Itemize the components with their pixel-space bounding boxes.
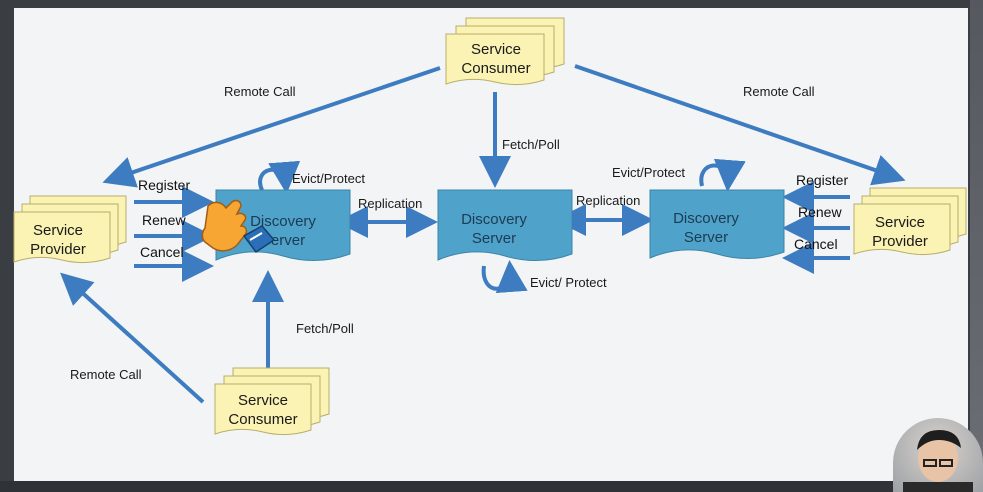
edge-labels: Remote Call Remote Call Remote Call Fetc… xyxy=(70,84,848,382)
provider-right-line2: Provider xyxy=(872,233,928,250)
consumer-bottom-line2: Consumer xyxy=(228,411,297,428)
register-label-right: Register xyxy=(796,172,848,188)
cancel-label-left: Cancel xyxy=(140,244,184,260)
server-center-line2: Server xyxy=(472,230,516,247)
consumer-top-line1: Service xyxy=(471,41,521,58)
evict-loop-right xyxy=(699,158,746,192)
remote-call-arrow-top-left xyxy=(102,66,441,188)
evict-loop-center xyxy=(481,260,528,294)
arrows xyxy=(60,64,906,404)
cancel-label-right: Cancel xyxy=(794,236,838,252)
node-consumer-bottom: Service Consumer xyxy=(214,367,330,436)
consumer-bottom-line1: Service xyxy=(238,392,288,409)
renew-label-right: Renew xyxy=(798,204,842,220)
fetch-poll-label-bottom: Fetch/Poll xyxy=(296,321,354,336)
video-frame-bottom xyxy=(0,481,983,492)
evict-label-left: Evict/Protect xyxy=(292,171,365,186)
evict-label-right: Evict/Protect xyxy=(612,165,685,180)
video-frame-edge xyxy=(970,0,983,492)
node-server-right: Discovery Server xyxy=(649,189,785,260)
server-right-line2: Server xyxy=(684,229,728,246)
node-provider-left: Service Provider xyxy=(13,195,127,264)
renew-label-left: Renew xyxy=(142,212,186,228)
provider-right-line1: Service xyxy=(875,214,925,231)
server-center-line1: Discovery xyxy=(461,211,527,228)
remote-call-label-top-left: Remote Call xyxy=(224,84,296,99)
remote-call-label-top-right: Remote Call xyxy=(743,84,815,99)
remote-call-label-bottom: Remote Call xyxy=(70,367,142,382)
consumer-top-line2: Consumer xyxy=(461,60,530,77)
remote-call-arrow-top-right xyxy=(574,64,906,186)
node-consumer-top: Service Consumer xyxy=(445,17,565,86)
node-provider-right: Service Provider xyxy=(853,187,967,256)
evict-label-center: Evict/ Protect xyxy=(530,275,607,290)
replication-label-right: Replication xyxy=(576,193,640,208)
node-server-center: Discovery Server xyxy=(437,189,573,262)
provider-left-line1: Service xyxy=(33,222,83,239)
server-left-line2: Server xyxy=(261,232,305,249)
server-right-line1: Discovery xyxy=(673,210,739,227)
remote-call-arrow-bottom xyxy=(60,272,205,404)
provider-left-line2: Provider xyxy=(30,241,86,258)
register-label-left: Register xyxy=(138,177,190,193)
server-left-line1: Discovery xyxy=(250,213,316,230)
presenter-webcam xyxy=(893,418,983,492)
pointing-hand-icon xyxy=(201,199,276,254)
replication-label-left: Replication xyxy=(358,196,422,211)
evict-loop-left xyxy=(258,160,301,194)
fetch-poll-label-top: Fetch/Poll xyxy=(502,137,560,152)
